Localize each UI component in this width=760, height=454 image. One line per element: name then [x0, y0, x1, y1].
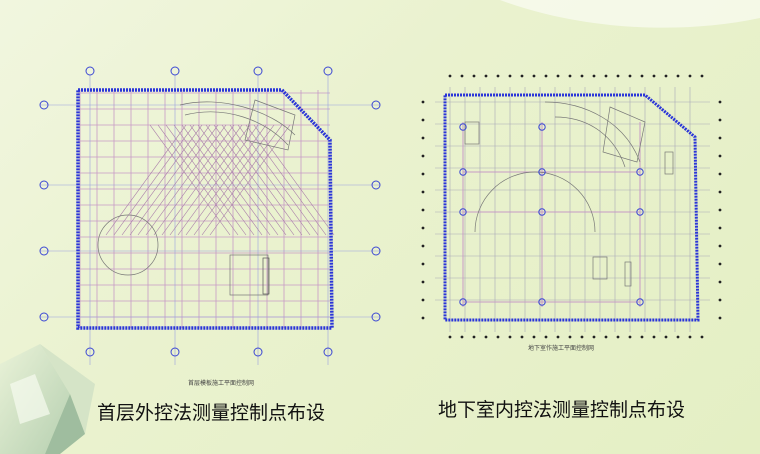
right-plan-control-points — [459, 123, 644, 306]
right-plan-caption: 地下室内控法测量控制点布设 — [438, 399, 686, 421]
axis-marker-icon — [371, 312, 381, 322]
axis-marker-icon — [371, 180, 381, 190]
axis-marker-icon — [170, 347, 180, 357]
axis-marker-icon — [253, 66, 263, 76]
left-plan-diagonal-hatch — [105, 124, 335, 236]
axis-marker-icon — [85, 347, 95, 357]
axis-marker-icon — [39, 100, 49, 110]
axis-marker-icon — [85, 66, 95, 76]
left-plan-grid — [40, 75, 380, 365]
swoosh-decoration — [500, 0, 760, 28]
control-point-icon — [459, 208, 467, 216]
right-drawing-title: 地下室作施工平面控制网 — [528, 345, 595, 352]
left-plan-caption: 首层外控法测量控制点布设 — [97, 402, 326, 424]
control-point-icon — [538, 208, 546, 216]
control-point-icon — [538, 123, 546, 131]
axis-marker-icon — [371, 100, 381, 110]
left-drawing-title: 首层模板施工平面控制网 — [188, 380, 255, 387]
axis-marker-icon — [371, 246, 381, 256]
left-plan-boundary — [76, 88, 334, 330]
right-plan-border-dots — [421, 74, 722, 339]
right-plan-boundary — [443, 93, 700, 322]
right-plan-structures — [464, 101, 674, 287]
first-floor-control-plan — [39, 66, 381, 365]
axis-marker-icon — [39, 246, 49, 256]
control-point-icon — [459, 168, 467, 176]
axis-marker-icon — [253, 347, 263, 357]
axis-marker-icon — [39, 180, 49, 190]
control-point-icon — [459, 123, 467, 131]
control-point-icon — [636, 298, 644, 306]
left-plan-structures — [97, 99, 296, 296]
basement-control-plan — [421, 74, 722, 339]
control-point-icon — [636, 208, 644, 216]
control-point-icon — [636, 168, 644, 176]
left-plan-axis-markers — [39, 66, 381, 357]
control-point-icon — [459, 298, 467, 306]
axis-marker-icon — [170, 66, 180, 76]
control-point-icon — [538, 298, 546, 306]
glass-building-decoration — [0, 344, 95, 454]
control-point-icon — [538, 168, 546, 176]
axis-marker-icon — [323, 66, 333, 76]
right-plan-grid — [435, 87, 710, 332]
axis-marker-icon — [323, 347, 333, 357]
axis-marker-icon — [39, 312, 49, 322]
